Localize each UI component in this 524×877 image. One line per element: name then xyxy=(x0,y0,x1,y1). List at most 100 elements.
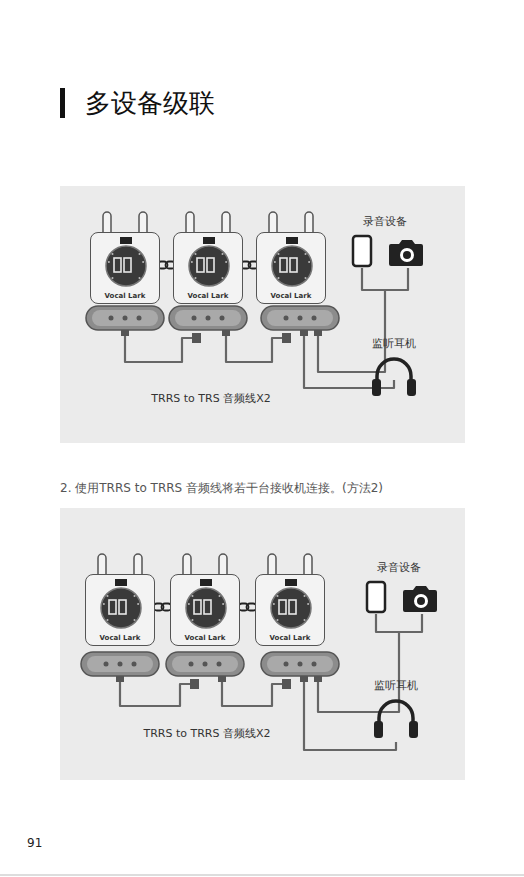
cable xyxy=(125,334,194,362)
panel xyxy=(60,186,465,443)
logo-tag xyxy=(286,237,298,244)
receiver-unit: Vocal Lark xyxy=(173,232,243,304)
page-number: 91 xyxy=(27,836,42,850)
page-title: 多设备级联 xyxy=(85,86,215,121)
dock-slot xyxy=(109,316,114,321)
cable xyxy=(376,614,422,632)
plug xyxy=(192,333,201,343)
camera-lens xyxy=(403,251,411,259)
page-edge xyxy=(0,875,524,876)
indicator-dot xyxy=(222,253,224,255)
indicator-dot xyxy=(305,277,307,279)
charging-dock xyxy=(261,306,339,330)
display-segments xyxy=(194,600,201,614)
dock-top xyxy=(172,656,238,672)
cable xyxy=(226,334,284,362)
indicator-dot xyxy=(142,261,144,263)
charging-dock xyxy=(86,306,164,330)
ear-cup xyxy=(409,721,418,738)
dock-slot xyxy=(217,662,222,667)
dock-slot xyxy=(192,316,197,321)
dock-slot xyxy=(104,662,109,667)
plug xyxy=(190,679,199,689)
display-segments xyxy=(119,600,126,614)
indicator-dot xyxy=(278,277,280,279)
indicator-dot xyxy=(274,261,276,263)
dock-top xyxy=(87,656,153,672)
brand-text: Vocal Lark xyxy=(257,292,325,300)
indicator-dot xyxy=(134,595,136,597)
monitor-headphones: 监听耳机 xyxy=(366,678,426,742)
logo-tag xyxy=(285,579,297,586)
brand-text: Vocal Lark xyxy=(91,292,159,300)
display-segments xyxy=(109,600,116,614)
indicator-dot xyxy=(103,603,105,605)
indicator-dot xyxy=(222,603,224,605)
indicator-dot xyxy=(139,253,141,255)
indicator-dot xyxy=(188,603,190,605)
plug xyxy=(282,679,291,689)
receiver-unit: Vocal Lark xyxy=(85,574,155,646)
cable xyxy=(222,680,284,706)
indicator-dot xyxy=(308,261,310,263)
indicator-dot xyxy=(112,277,114,279)
phone-icon xyxy=(367,582,385,612)
display xyxy=(106,246,146,286)
charging-dock xyxy=(81,652,159,676)
dock-slot xyxy=(206,316,211,321)
cable xyxy=(318,290,385,372)
indicator-dot xyxy=(304,595,306,597)
device-label: 监听耳机 xyxy=(364,336,424,351)
charging-dock xyxy=(166,652,244,676)
display xyxy=(101,588,141,628)
device-label: 录音设备 xyxy=(359,560,439,575)
receiver-unit: Vocal Lark xyxy=(90,232,160,304)
monitor-headphones: 监听耳机 xyxy=(364,336,424,400)
headphone-band xyxy=(379,701,413,728)
camera-icon xyxy=(389,240,423,266)
dock-top xyxy=(267,310,333,326)
step-text: 2. 使用TRRS to TRRS 音频线将若干台接收机连接。(方法2) xyxy=(60,480,383,497)
display xyxy=(186,588,226,628)
dock-slot xyxy=(220,316,225,321)
indicator-dot xyxy=(191,261,193,263)
phone-icon xyxy=(353,236,371,266)
indicator-dot xyxy=(137,603,139,605)
charging-dock xyxy=(261,652,339,676)
logo-tag xyxy=(120,237,132,244)
indicator-dot xyxy=(134,619,136,621)
indicator-dot xyxy=(107,619,109,621)
dock-slot xyxy=(189,662,194,667)
charging-dock xyxy=(169,306,247,330)
recording-device: 录音设备 xyxy=(345,214,425,270)
device-label: 监听耳机 xyxy=(366,678,426,693)
indicator-dot xyxy=(305,253,307,255)
display-segments xyxy=(280,258,287,272)
camera-icon xyxy=(403,586,437,612)
dock-slot xyxy=(298,316,303,321)
indicator-dot xyxy=(277,595,279,597)
indicator-dot xyxy=(273,603,275,605)
logo-tag xyxy=(115,579,127,586)
indicator-dot xyxy=(225,261,227,263)
indicator-dot xyxy=(192,619,194,621)
dock-slot xyxy=(312,316,317,321)
indicator-dot xyxy=(139,277,141,279)
dock-top xyxy=(175,310,241,326)
display xyxy=(189,246,229,286)
logo-tag xyxy=(203,237,215,244)
indicator-dot xyxy=(219,619,221,621)
display-segments xyxy=(290,258,297,272)
display xyxy=(272,246,312,286)
brand-text: Vocal Lark xyxy=(86,634,154,642)
camera-lens xyxy=(417,597,425,605)
indicator-dot xyxy=(107,595,109,597)
title-bar xyxy=(60,88,65,118)
indicator-dot xyxy=(307,603,309,605)
dock-slot xyxy=(132,662,137,667)
dock-slot xyxy=(298,662,303,667)
display-segments xyxy=(207,258,214,272)
